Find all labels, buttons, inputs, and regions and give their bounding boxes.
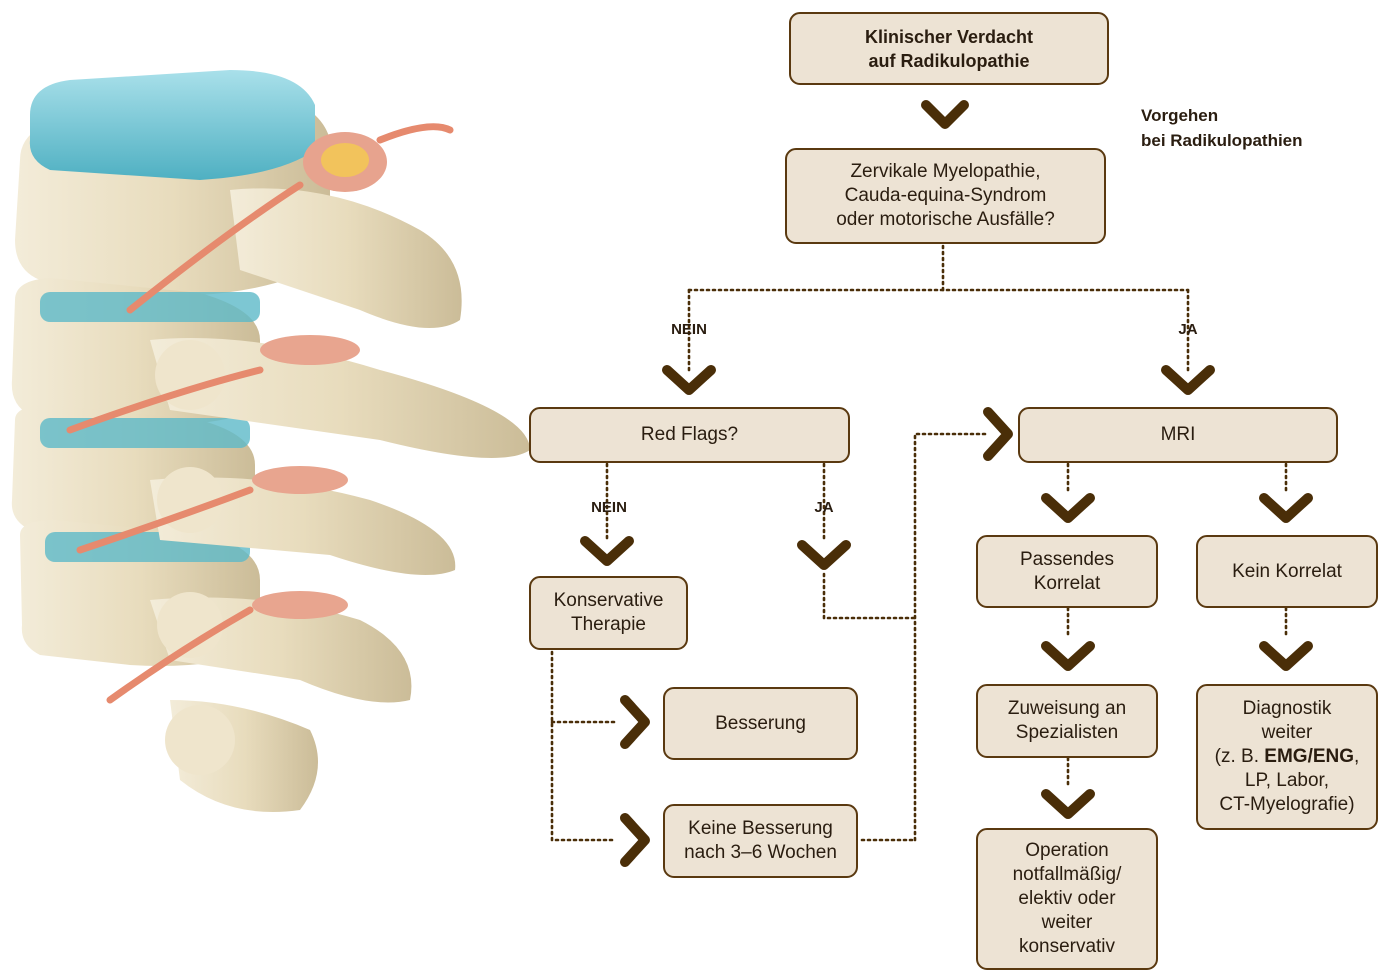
- box-text-line: auf Radikulopathie: [868, 49, 1029, 73]
- box-text-line: Operation: [1025, 839, 1108, 863]
- label-nein: NEIN: [591, 499, 627, 516]
- arrow-down-icon: [1046, 646, 1090, 666]
- arrow-right-icon: [625, 700, 645, 744]
- arrow-down-icon: [667, 370, 711, 390]
- box-text-line: nach 3–6 Wochen: [684, 841, 837, 865]
- box-text-line: Spezialisten: [1016, 721, 1118, 745]
- box-text-line: Kein Korrelat: [1232, 560, 1342, 584]
- box-text-line: Cauda-equina-Syndrom: [845, 184, 1047, 208]
- box-text-line: Keine Besserung: [688, 817, 833, 841]
- arrow-down-icon: [1046, 794, 1090, 814]
- label-ja: JA: [814, 499, 833, 516]
- label-ja: JA: [1178, 321, 1197, 338]
- arrow-down-icon: [1264, 498, 1308, 518]
- box-text-line: Klinischer Verdacht: [865, 25, 1033, 49]
- red-flags-box: Red Flags?: [529, 407, 850, 463]
- arrow-down-icon: [802, 545, 846, 565]
- diagram-title: Vorgehen bei Radikulopathien: [1141, 103, 1303, 153]
- title-line: Vorgehen: [1141, 103, 1303, 128]
- box-text-line: Zervikale Myelopathie,: [850, 160, 1040, 184]
- mri-box: MRI: [1018, 407, 1338, 463]
- title-line: bei Radikulopathien: [1141, 128, 1303, 153]
- arrow-down-icon: [1046, 498, 1090, 518]
- box-text-line: elektiv oder: [1018, 887, 1115, 911]
- no-correlate-box: Kein Korrelat: [1196, 535, 1378, 608]
- arrow-down-icon: [926, 105, 964, 124]
- box-text-line: weiter: [1262, 721, 1313, 745]
- box-text-line: oder motorische Ausfälle?: [836, 208, 1055, 232]
- box-text-line: Therapie: [571, 613, 646, 637]
- arrow-right-icon: [625, 818, 645, 862]
- box-text-line: Besserung: [715, 712, 806, 736]
- arrow-down-icon: [585, 541, 629, 561]
- question-box: Zervikale Myelopathie,Cauda-equina-Syndr…: [785, 148, 1106, 244]
- box-text-line: Diagnostik: [1243, 697, 1332, 721]
- arrow-down-icon: [1166, 370, 1210, 390]
- dotted-line-ja-to-merge: [824, 574, 915, 618]
- arrow-right-icon: [988, 412, 1008, 456]
- box-text-line: (z. B. EMG/ENG,: [1215, 745, 1360, 769]
- box-text-line: notfallmäßig/: [1013, 863, 1122, 887]
- box-text-line: weiter: [1042, 911, 1093, 935]
- box-text-line: CT-Myelografie): [1219, 793, 1354, 817]
- dotted-line-conservative-down: [552, 652, 615, 840]
- improvement-box: Besserung: [663, 687, 858, 760]
- box-text-line: MRI: [1161, 423, 1196, 447]
- box-text-line: Red Flags?: [641, 423, 738, 447]
- box-text-line: Korrelat: [1034, 572, 1101, 596]
- box-text-line: Konservative: [554, 589, 664, 613]
- box-text-line: Zuweisung an: [1008, 697, 1126, 721]
- box-text-line: LP, Labor,: [1245, 769, 1329, 793]
- label-nein: NEIN: [671, 321, 707, 338]
- dotted-line-merge-to-mri: [915, 434, 988, 840]
- box-text-line: konservativ: [1019, 935, 1115, 959]
- box-text-line: Passendes: [1020, 548, 1114, 572]
- arrow-down-icon: [1264, 646, 1308, 666]
